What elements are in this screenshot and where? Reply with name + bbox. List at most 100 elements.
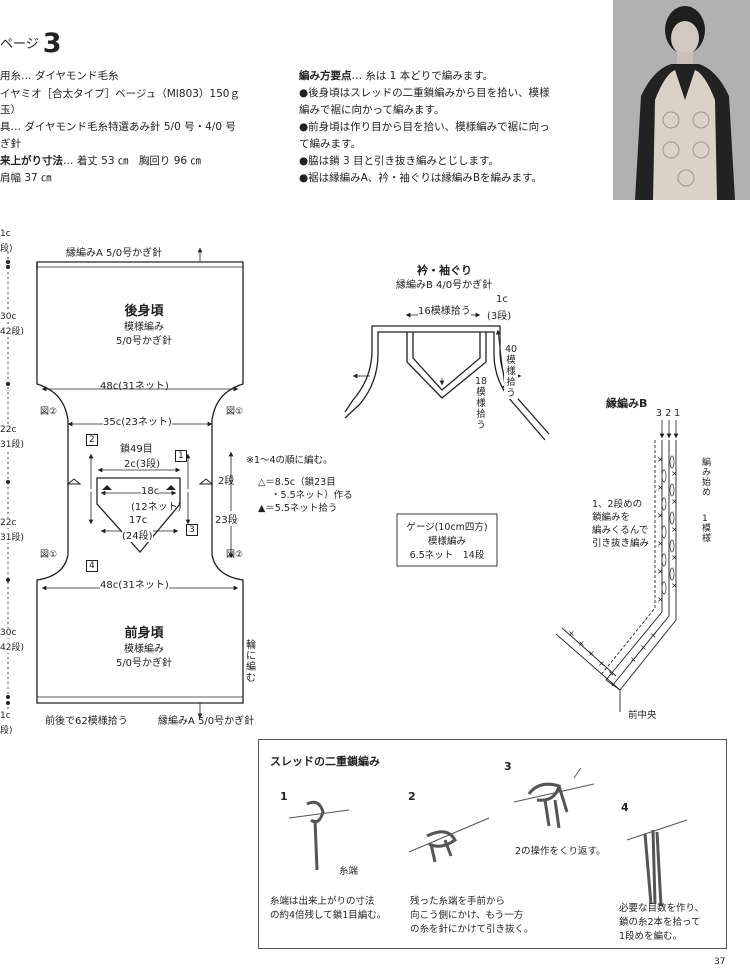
edging-b-note1: 1、2段めの xyxy=(592,499,643,510)
start-2: み xyxy=(702,468,712,478)
p40-5: う xyxy=(506,388,516,399)
points-line4: ●前身頃は作り目から目を拾い、模様編みで裾に向っ xyxy=(299,121,550,133)
edging-b-note4: 引き抜き編み xyxy=(592,538,650,549)
collar-pick-16: 16模様拾う xyxy=(418,302,471,317)
page-number-heading: 3 xyxy=(42,28,62,59)
howto-step4-text-c: 1段めを編む。 xyxy=(619,931,683,942)
svg-text:×: × xyxy=(568,629,575,638)
loop-4: む xyxy=(246,673,256,684)
dim-18c: 18c xyxy=(141,486,160,497)
front-sub1: 模様編み xyxy=(124,644,164,655)
chain-49: 鎖49目 xyxy=(120,444,153,455)
border-a-top-label: 縁編みA 5/0号かぎ針 xyxy=(66,248,163,259)
p18-2: 模 xyxy=(476,387,486,398)
materials-needle: ぎ針 xyxy=(0,138,21,150)
edging-b-title: 縁編みB xyxy=(606,397,648,410)
edging-b-chart xyxy=(555,440,677,712)
svg-text:×: × xyxy=(598,659,605,668)
note-filled-triangle: ▲＝5.5ネット拾う xyxy=(258,503,338,514)
ruler-31-rows-b: 31段) xyxy=(0,530,24,543)
p40-4: 拾 xyxy=(506,377,516,388)
step-4-box: 4 xyxy=(86,560,98,572)
howto-step2-text-a: 残った糸端を手前から xyxy=(410,896,506,907)
points-line5: て編みます。 xyxy=(299,138,361,150)
page-prefix: ページ xyxy=(0,37,39,52)
materials-shoulder: 肩幅 37 ㎝ xyxy=(0,172,52,184)
howto-step2-num: 2 xyxy=(408,790,416,803)
svg-text:×: × xyxy=(657,595,664,604)
howto-step4-text-a: 必要な目数を作り、 xyxy=(619,903,705,914)
points-line7: ●裾は縁編みA、衿・袖ぐりは縁編みBを編みます。 xyxy=(299,172,542,184)
neck-v xyxy=(96,477,181,553)
size-title: 来上がり寸法 xyxy=(0,155,63,167)
svg-text:×: × xyxy=(588,649,595,658)
howto-step3-num: 3 xyxy=(504,760,512,773)
loop-3: 編 xyxy=(246,662,256,673)
rep-2: 模 xyxy=(702,524,712,534)
materials-color: イヤミオ［合太タイプ］ベージュ（MI803）150ｇ xyxy=(0,88,240,100)
fig1-lower: 図① xyxy=(40,550,58,560)
fig2-lower: 図② xyxy=(226,550,244,560)
step-1-box: 1 xyxy=(175,450,187,462)
p18-1: 18 xyxy=(474,376,488,387)
svg-text:×: × xyxy=(657,567,664,576)
svg-text:×: × xyxy=(608,669,615,678)
front-sub2: 5/0号かぎ針 xyxy=(115,658,173,669)
collar-1c-rows: (3段) xyxy=(487,311,512,322)
ruler-42-rows-b: 42段) xyxy=(0,640,24,653)
points-line1: … 糸は 1 本どりで編みます。 xyxy=(351,70,494,82)
dim-2c: 2c(3段) xyxy=(124,459,161,470)
ruler-1c: 1c xyxy=(0,229,11,239)
gauge-line2: 模様編み xyxy=(427,536,466,547)
size-text: … 着丈 53 ㎝ 胸回り 96 ㎝ xyxy=(63,155,201,167)
width-35: 35c(23ネット) xyxy=(103,413,172,428)
svg-text:×: × xyxy=(657,483,664,492)
loop-1: 輪 xyxy=(246,640,256,651)
ruler-1c-rows-b: 段) xyxy=(0,726,13,736)
points-line0: 編み方要点… 糸は 1 本どりで編みます。 xyxy=(299,68,493,85)
materials-size: 来上がり寸法… 着丈 53 ㎝ 胸回り 96 ㎝ xyxy=(0,153,201,169)
ruler-30c-b: 30c xyxy=(0,628,17,638)
chain-howto-box xyxy=(258,739,727,949)
svg-text:×: × xyxy=(650,631,657,640)
loop-2: に xyxy=(246,651,256,662)
howto-step1-num: 1 xyxy=(280,790,288,803)
p18-4: 拾 xyxy=(476,409,486,420)
rows-2: 2段 xyxy=(218,476,235,487)
collar-title: 衿・袖ぐり xyxy=(417,264,472,277)
edging-b-rows: 3 2 1 xyxy=(656,408,681,419)
svg-text:×: × xyxy=(578,639,585,648)
dim-17c-rows: (24段) xyxy=(122,527,153,542)
rep-3: 様 xyxy=(702,534,712,544)
start-3: 始 xyxy=(702,478,712,488)
howto-step4-num: 4 xyxy=(621,801,629,814)
note-open-triangle: △＝8.5c（鎖23目 xyxy=(258,477,336,488)
svg-text:×: × xyxy=(671,497,678,506)
svg-text:×: × xyxy=(671,469,678,478)
collar-1c: 1c xyxy=(496,294,508,305)
folio-number: 37 xyxy=(714,957,726,967)
front-center-label: 前中央 xyxy=(628,710,657,721)
svg-text:×: × xyxy=(640,643,647,652)
collar-sub: 縁編みB 4/0号かぎ針 xyxy=(396,280,493,291)
width-48-bottom: 48c(31ネット) xyxy=(100,576,169,591)
svg-text:×: × xyxy=(671,581,678,590)
dim-18c-net: (12ネット) xyxy=(131,502,182,513)
p40-3: 様 xyxy=(506,366,516,377)
howto-step2-text-b: 向こう側にかけ、もう一方 xyxy=(410,910,524,921)
start-4: め xyxy=(702,488,712,498)
gauge-box xyxy=(396,513,498,567)
back-sub2: 5/0号かぎ針 xyxy=(115,336,173,347)
points-line3: 編みで裾に向かって編みます。 xyxy=(299,104,445,116)
border-a-bottom-label: 縁編みA 5/0号かぎ針 xyxy=(158,716,255,727)
edging-b-note3: 編みくるんで xyxy=(592,525,649,536)
collar-outline xyxy=(344,325,550,441)
svg-text:×: × xyxy=(657,511,664,520)
yarn-end-label: 糸端 xyxy=(339,866,359,877)
gauge-line3: 6.5ネット 14段 xyxy=(409,550,485,561)
howto-step3-text: 2の操作をくり返す。 xyxy=(515,846,606,857)
